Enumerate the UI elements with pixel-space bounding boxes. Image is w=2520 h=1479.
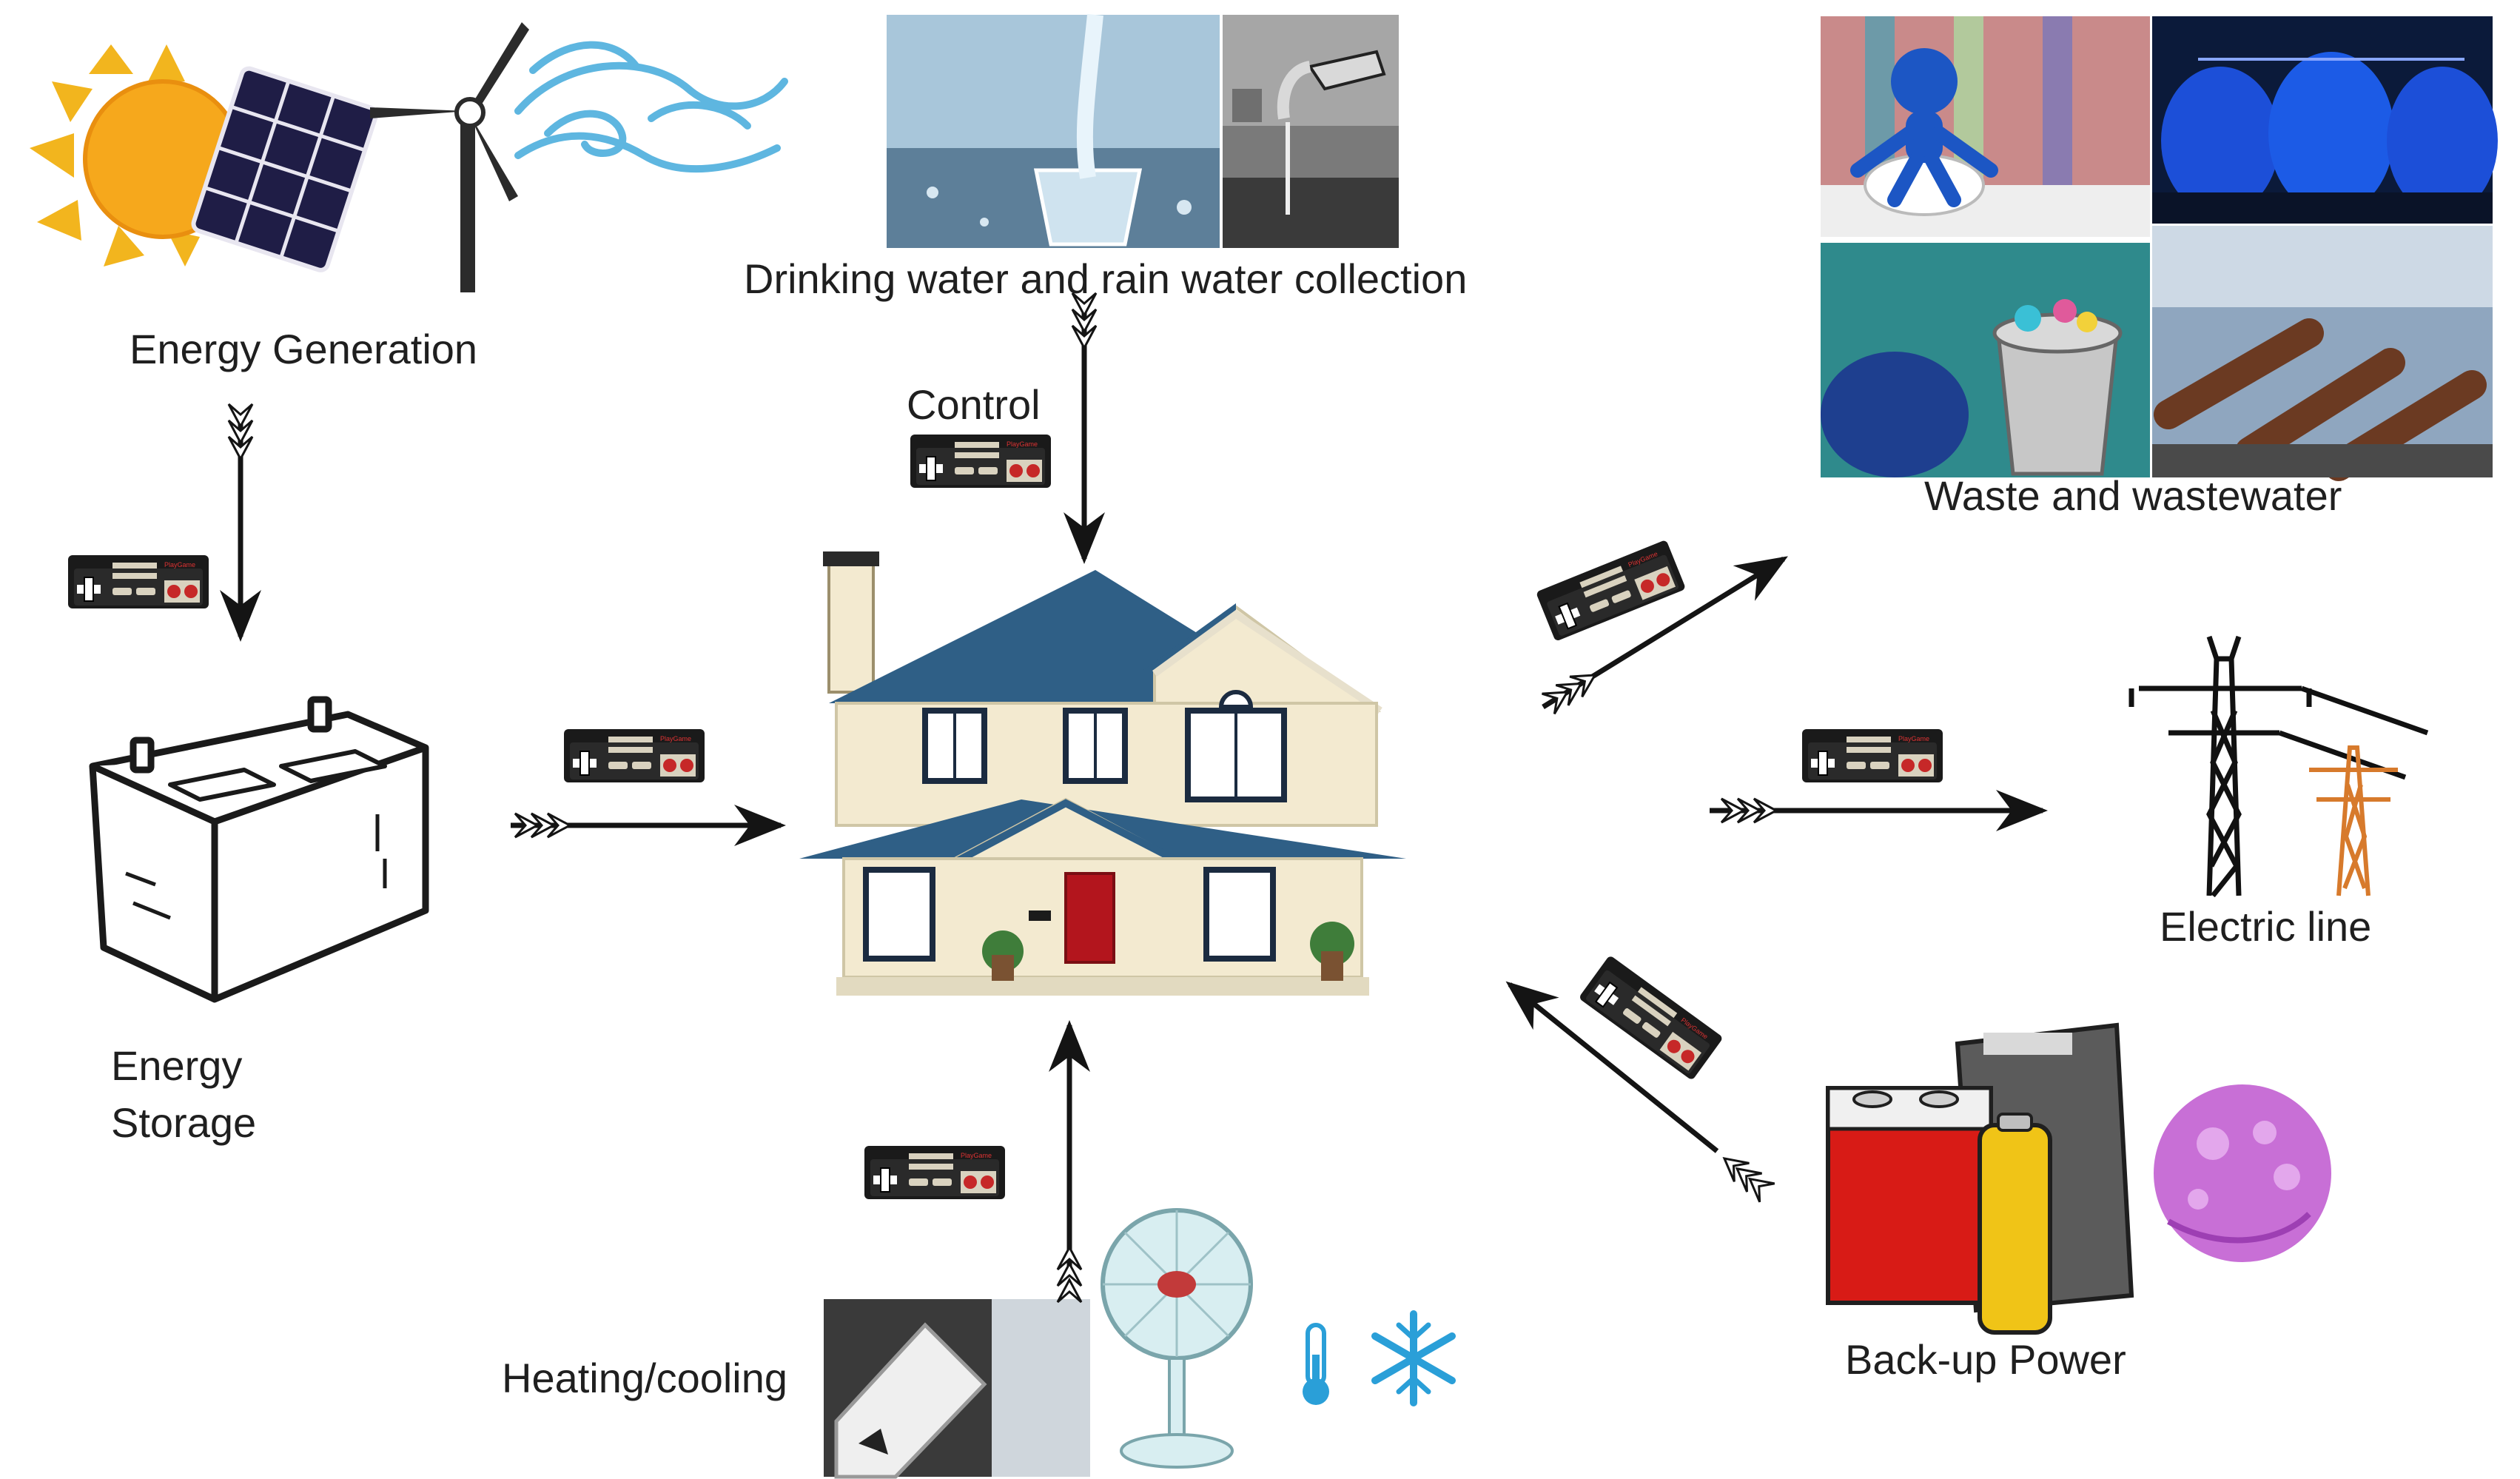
control-label: Control <box>907 381 1041 428</box>
arrow-generation-to-storage <box>220 403 261 642</box>
water-glass-icon <box>887 13 1220 248</box>
controller-icon <box>864 1145 1006 1200</box>
energy-storage-label-line2: Storage <box>111 1099 257 1146</box>
arrow-storage-to-house <box>511 805 786 846</box>
bath-bomb-icon <box>2154 1084 2331 1262</box>
arrow-house-to-waste <box>1541 556 1788 715</box>
electric-line-label: Electric line <box>2160 903 2372 950</box>
heating-cooling-label: Heating/cooling <box>502 1355 788 1401</box>
trash-can-icon <box>1821 243 2150 477</box>
snowflake-icon <box>1371 1310 1456 1406</box>
controller-icon <box>1577 954 1724 1081</box>
power-pylon-icon <box>2128 635 2429 898</box>
power-pylon-icon <box>2309 745 2398 896</box>
house-icon <box>799 551 1406 996</box>
backup-power-label: Back-up Power <box>1845 1336 2126 1383</box>
thermometer-icon <box>1303 1323 1329 1405</box>
fan-icon <box>1101 1208 1253 1469</box>
arrow-backup-to-house <box>1505 981 1776 1204</box>
energy-storage-label-line1: Energy <box>111 1042 243 1089</box>
pipes-icon <box>2152 226 2493 481</box>
energy-generation-label: Energy Generation <box>130 326 478 372</box>
thermostat-icon <box>824 1299 1090 1479</box>
controller-icon <box>910 434 1052 489</box>
arrow-house-to-electric-line <box>1710 790 2048 831</box>
wind-wave-icon <box>514 41 788 173</box>
controller-icon <box>1801 728 1943 783</box>
arrow-heating-to-house <box>1049 1020 1090 1304</box>
solar-panel-icon <box>191 66 379 272</box>
treatment-tanks-icon <box>2152 16 2498 224</box>
batteries-icon <box>1826 1022 2134 1335</box>
wind-turbine-icon <box>370 22 529 292</box>
controller-icon <box>563 728 705 783</box>
controller-icon <box>67 554 209 609</box>
drinking-water-label: Drinking water and rain water collection <box>744 255 1468 302</box>
toilet-figure-icon <box>1821 16 2150 237</box>
waste-label: Waste and wastewater <box>1924 472 2342 519</box>
car-battery-icon <box>89 696 429 1003</box>
controller-icon <box>1535 538 1687 643</box>
faucet-icon <box>1223 15 1399 248</box>
arrow-water-to-house <box>1064 292 1105 564</box>
